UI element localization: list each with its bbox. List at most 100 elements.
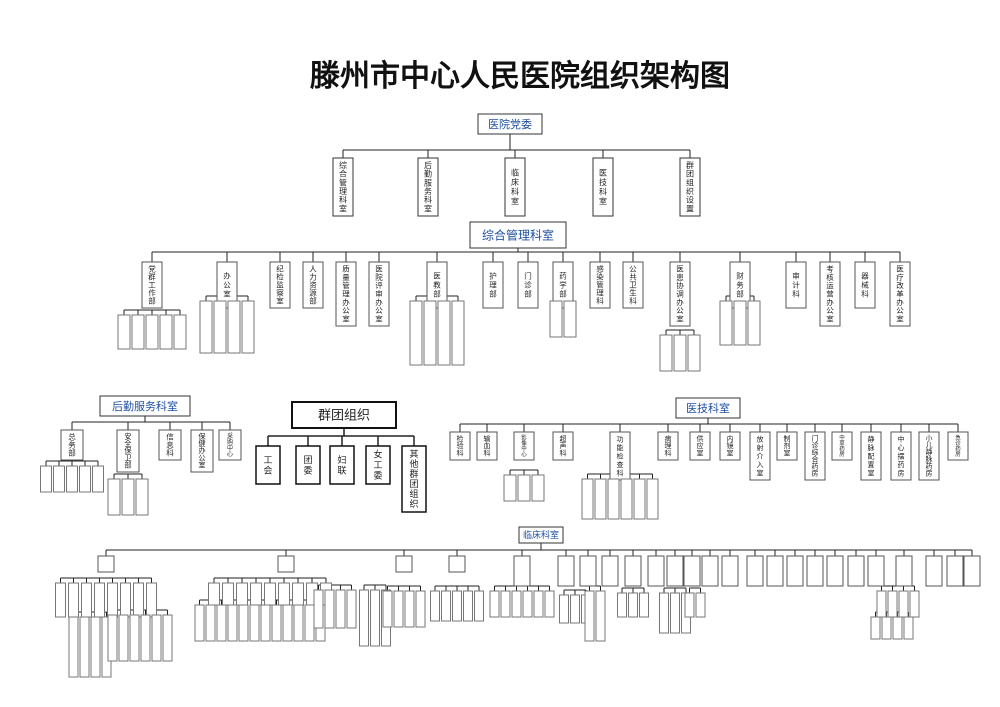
sub-unit-box-frame xyxy=(55,582,66,618)
clinical-dept-node xyxy=(963,555,981,587)
sub-unit-box-frame xyxy=(135,478,149,516)
admin-dept-node-char: 医 xyxy=(375,265,383,274)
medtech-dept-node-frame xyxy=(449,431,471,461)
mass-org-title-node: 群团组织 xyxy=(291,401,397,429)
mass-org-unit-node-frame xyxy=(329,445,355,485)
admin-dept-node-char: 室 xyxy=(826,313,834,323)
logistics-dept-node-frame xyxy=(158,429,182,461)
sub-unit-box-frame xyxy=(881,616,892,640)
sub-unit-box xyxy=(451,300,465,366)
sub-unit-box-frame xyxy=(687,334,701,372)
admin-dept-node-frame xyxy=(335,261,357,327)
admin-dept-node-char: 理 xyxy=(489,281,497,290)
sub-unit-box xyxy=(670,592,680,634)
sub-unit-box xyxy=(503,474,517,502)
sub-unit-box xyxy=(194,604,205,642)
admin-dept-node-char: 器 xyxy=(861,272,869,281)
admin-dept-node-char: 群 xyxy=(148,271,156,281)
division-node-char: 管 xyxy=(339,177,347,187)
clinical-dept-node xyxy=(847,555,865,587)
admin-dept-node-char: 管 xyxy=(596,279,604,289)
medtech-dept-node-char: 房 xyxy=(898,468,905,477)
sub-unit-box-frame xyxy=(90,616,101,678)
sub-unit-box-frame xyxy=(208,582,220,606)
division-node-char: 团 xyxy=(686,170,694,179)
admin-dept-node-char: 工 xyxy=(148,280,156,289)
clinical-dept-node-frame xyxy=(277,555,295,573)
medtech-dept-node-char: 超 xyxy=(560,434,567,443)
admin-dept-node-char: 党 xyxy=(148,263,156,273)
clinical-dept-node-frame xyxy=(847,555,865,587)
logistics-dept-node-frame xyxy=(218,429,242,461)
sub-unit-box-frame xyxy=(719,300,733,346)
mass-org-unit-node-char: 群 xyxy=(409,468,418,480)
sub-unit-box-frame xyxy=(430,590,440,622)
sub-unit-box-frame xyxy=(133,582,144,618)
admin-dept-node-char: 调 xyxy=(676,289,684,298)
mass-org-unit-node: 女工委 xyxy=(365,445,391,485)
sub-unit-box-frame xyxy=(415,590,426,628)
sub-unit-box-frame xyxy=(581,478,594,520)
sub-unit-box xyxy=(79,616,90,678)
sub-unit-box xyxy=(282,604,293,642)
sub-unit-box-frame xyxy=(205,604,216,642)
sub-unit-boxes xyxy=(40,300,981,678)
admin-dept-node-char: 卫 xyxy=(629,280,637,289)
sub-unit-box xyxy=(131,314,145,350)
admin-dept-node-char: 药 xyxy=(559,271,567,281)
division-node-char: 临 xyxy=(511,168,519,178)
clinical-dept-node xyxy=(895,555,913,587)
mass-org-unit-node-char: 组 xyxy=(409,488,418,500)
division-node-char: 置 xyxy=(686,204,694,213)
sub-unit-box-frame xyxy=(620,478,633,520)
division-node-char: 织 xyxy=(686,186,694,196)
mass-org-unit-node-char: 委 xyxy=(373,470,382,482)
medtech-dept-node-char: 像 xyxy=(521,439,527,447)
admin-dept-node-frame xyxy=(669,261,691,327)
sub-unit-box-frame xyxy=(503,474,517,502)
medtech-dept-node-frame xyxy=(831,431,853,461)
admin-dept-node-char: 办 xyxy=(826,297,834,307)
sub-unit-box xyxy=(92,465,104,493)
sub-unit-box-frame xyxy=(213,300,227,354)
admin-dept-node-char: 核 xyxy=(826,272,834,282)
admin-dept-node-char: 运 xyxy=(826,281,834,290)
clinical-title-node: 临床科室 xyxy=(518,526,564,544)
admin-dept-node-frame xyxy=(269,261,291,309)
sub-unit-box-frame xyxy=(533,590,544,618)
sub-unit-box xyxy=(570,594,580,624)
logistics-dept-node-char: 总 xyxy=(68,431,76,441)
sub-unit-box-frame xyxy=(617,592,627,618)
admin-dept-node-char: 考 xyxy=(826,265,834,274)
medtech-dept-node-char: 房 xyxy=(812,469,819,478)
sub-unit-box xyxy=(617,592,627,618)
sub-unit-box-frame xyxy=(559,594,569,624)
admin-dept-node: 药学部 xyxy=(552,261,574,309)
sub-unit-box xyxy=(393,590,404,628)
sub-unit-box-frame xyxy=(107,614,118,662)
admin-dept-node-char: 财 xyxy=(736,271,744,281)
medtech-dept-node-char: 静 xyxy=(868,435,875,444)
division-node-char: 群 xyxy=(686,160,694,170)
clinical-dept-node xyxy=(395,555,413,573)
clinical-dept-node xyxy=(666,555,684,587)
logistics-title-node-frame xyxy=(99,395,191,417)
clinical-dept-node xyxy=(683,555,701,587)
medtech-dept-node-char: 查 xyxy=(617,460,624,469)
medtech-dept-node-char: 科 xyxy=(665,449,672,458)
admin-dept-node-char: 护 xyxy=(489,271,497,281)
admin-dept-node-char: 部 xyxy=(309,295,317,305)
sub-unit-box-frame xyxy=(489,590,500,618)
medtech-title-node-frame xyxy=(675,397,741,419)
sub-unit-box xyxy=(500,590,511,618)
sub-unit-box xyxy=(249,604,260,642)
logistics-dept-node-char: 部 xyxy=(124,461,131,470)
sub-unit-box-frame xyxy=(107,478,121,516)
mass-org-unit-node: 妇联 xyxy=(329,445,355,485)
sub-unit-box xyxy=(121,478,135,516)
sub-unit-box xyxy=(909,590,920,618)
